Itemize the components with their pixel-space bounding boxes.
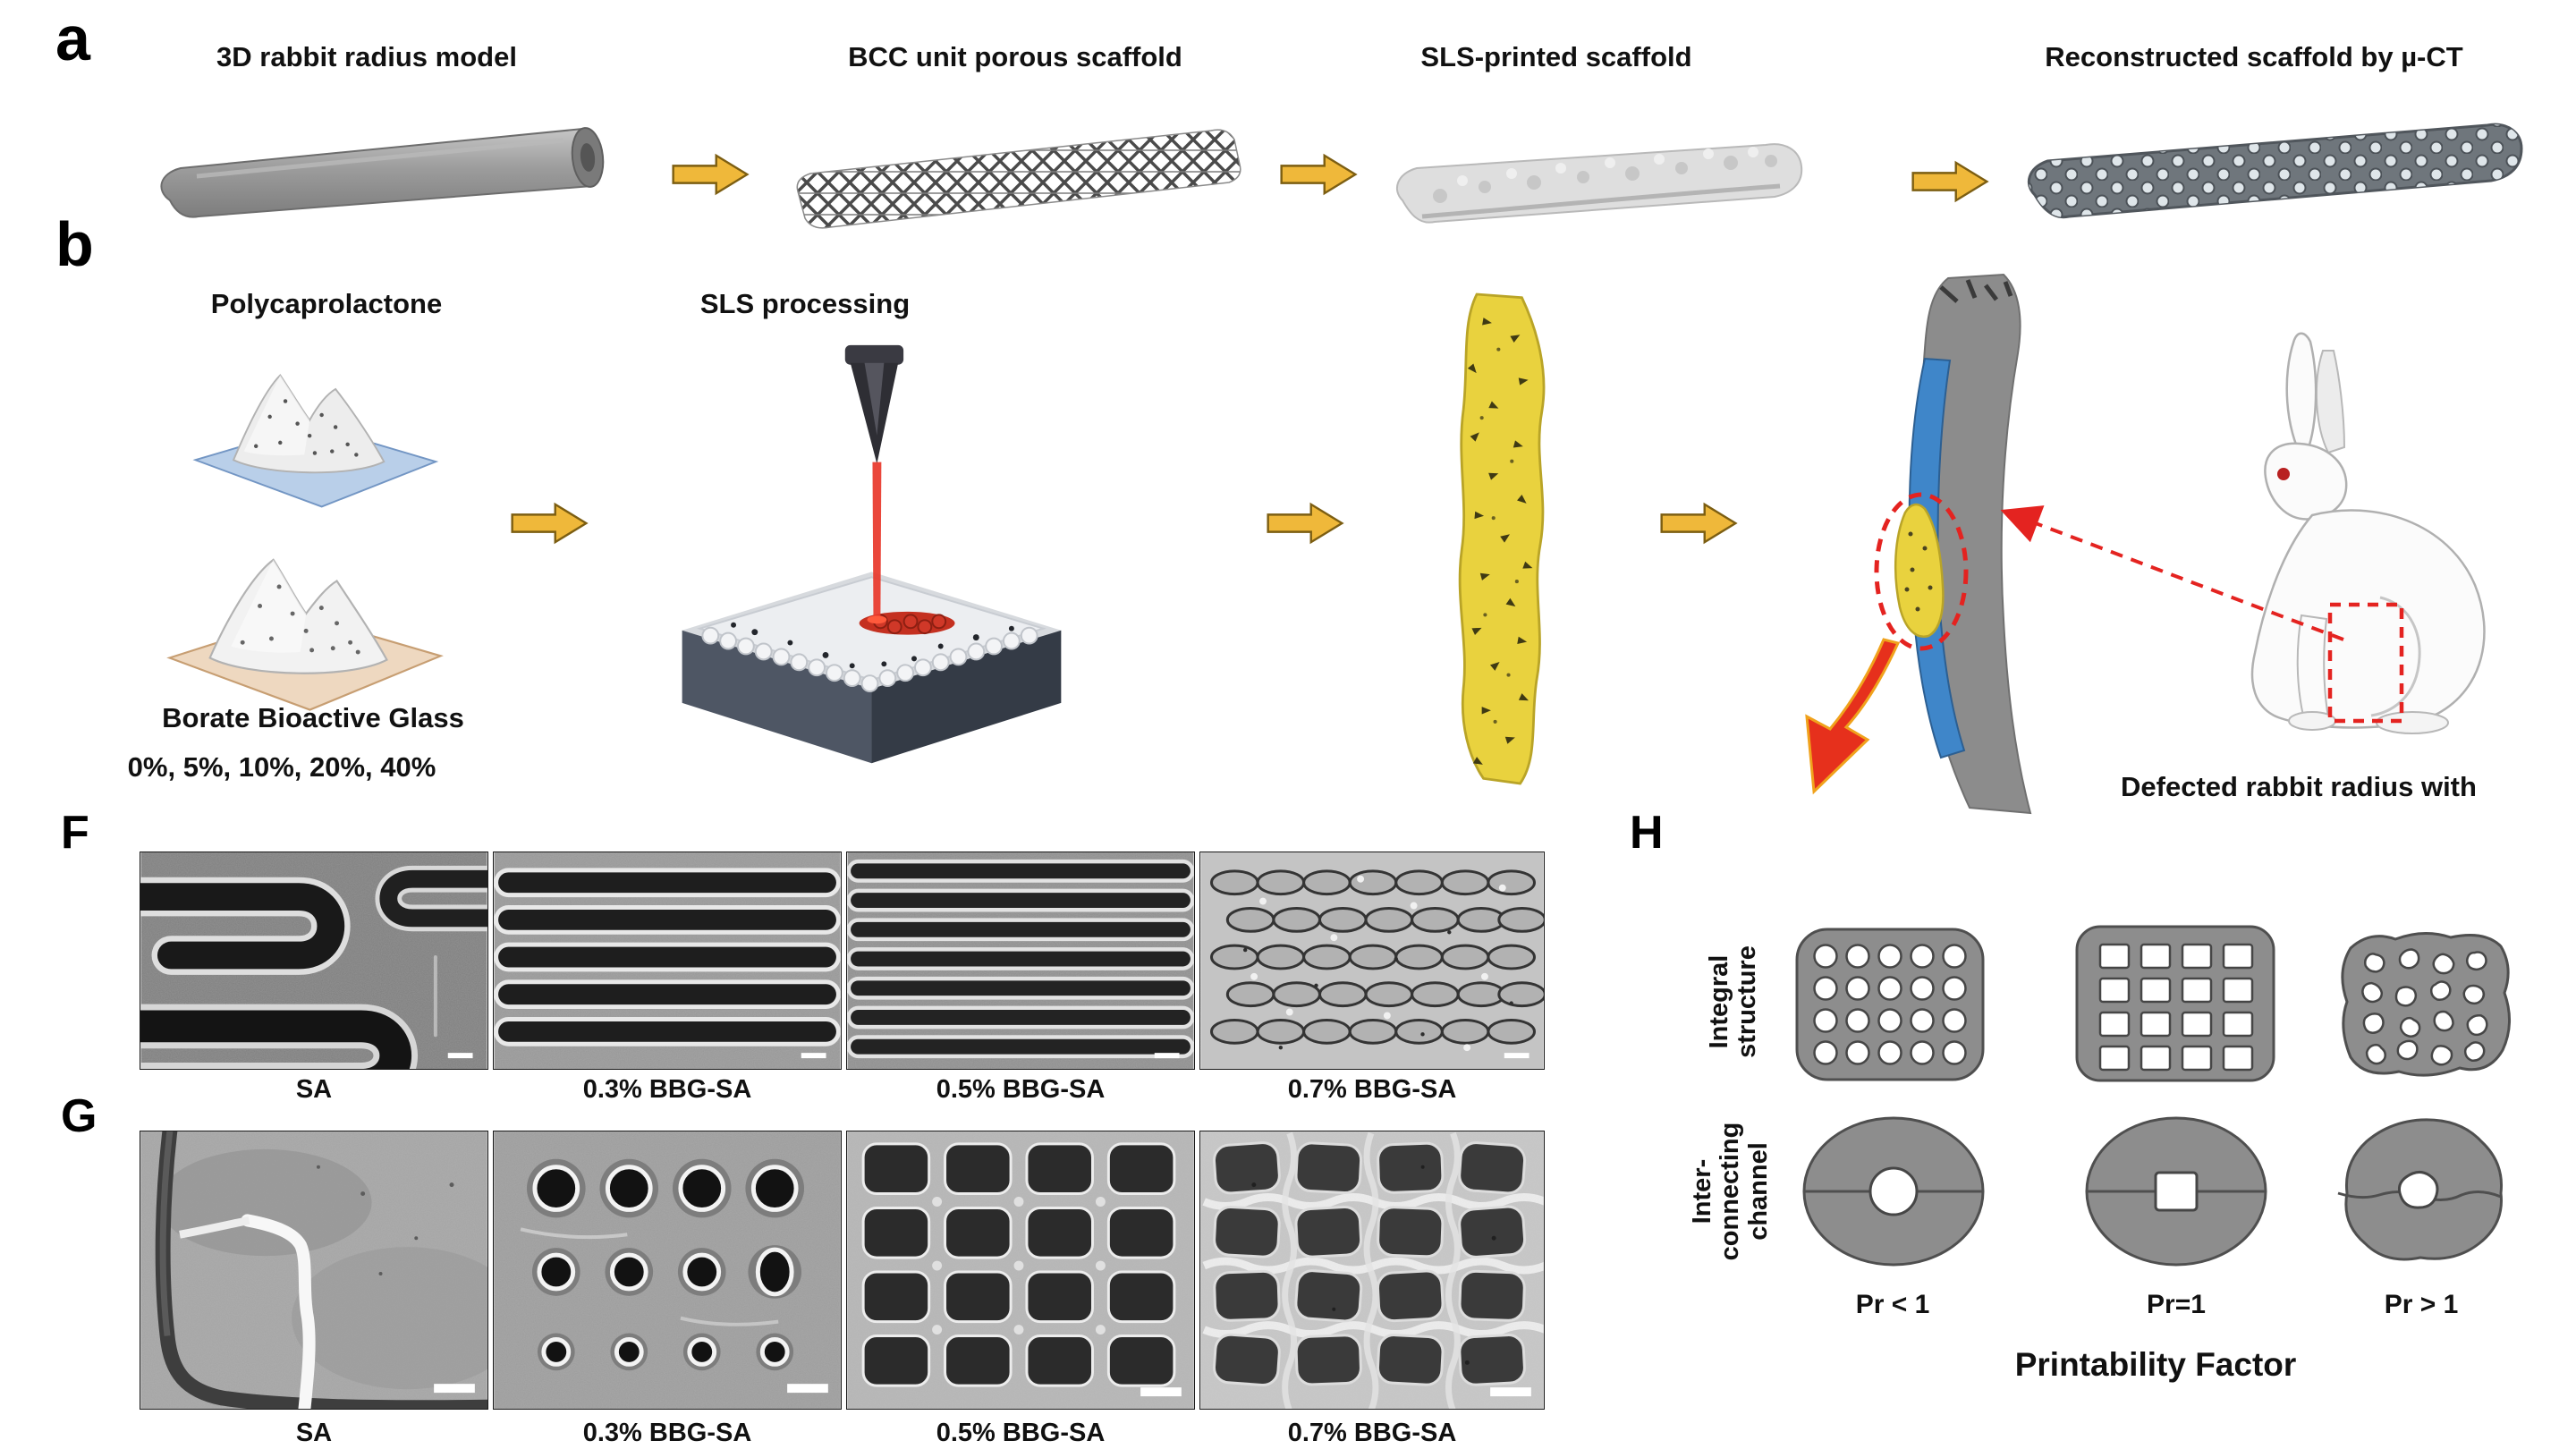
micrograph-g-03bbg — [493, 1131, 842, 1410]
pcl-title: Polycaprolactone — [210, 288, 443, 319]
rabbit-radius-model-illustration — [160, 127, 605, 218]
flow-arrow-icon — [672, 153, 750, 196]
caption-g-07bbg: 0.7% BBG-SA — [1287, 1419, 1457, 1447]
step-title-bcc-scaffold: BCC unit porous scaffold — [848, 41, 1182, 72]
micrograph-f-05bbg — [846, 852, 1195, 1070]
step-title-rabbit-model: 3D rabbit radius model — [216, 41, 517, 72]
row-label-integral-structure: Integral structure — [1705, 945, 1762, 1058]
integral-structure-square-pores — [2075, 925, 2275, 1082]
flow-arrow-icon — [511, 502, 589, 545]
micrograph-g-07bbg — [1199, 1131, 1545, 1410]
pr-label-less: Pr < 1 — [1855, 1290, 1930, 1319]
channel-irregular — [2337, 1118, 2504, 1261]
flow-arrow-icon — [1911, 160, 1989, 203]
step-title-sls-printed: SLS-printed scaffold — [1420, 41, 1692, 72]
pcl-powder-blue-illustration — [192, 373, 439, 508]
integral-structure-circular-pores — [1795, 928, 1985, 1081]
rabbit-illustration — [2250, 332, 2486, 734]
pr-label-equal: Pr=1 — [2147, 1290, 2206, 1319]
panel-b-label: b — [55, 209, 94, 279]
bbg-powder-tan-illustration — [166, 558, 444, 711]
sls-processing-title: SLS processing — [699, 288, 911, 319]
caption-f-sa: SA — [295, 1075, 333, 1104]
step-title-reconstructed: Reconstructed scaffold by µ-CT — [2045, 41, 2463, 72]
pr-label-greater: Pr > 1 — [2384, 1290, 2459, 1319]
rabbit-eye — [2277, 468, 2290, 480]
channel-square — [2085, 1116, 2267, 1267]
bbg-title: Borate Bioactive Glass — [162, 702, 464, 733]
sls-printer-illustration — [682, 344, 1062, 764]
defected-radius-illustration — [1805, 273, 2032, 815]
micrograph-g-sa — [140, 1131, 488, 1410]
bbg-percentages: 0%, 5%, 10%, 20%, 40% — [127, 751, 436, 783]
row-label-interconnecting-channel: Inter- connecting channel — [1688, 1122, 1773, 1261]
integral-structure-irregular-pores — [2341, 931, 2512, 1077]
micrograph-f-07bbg — [1199, 852, 1545, 1070]
sls-printed-scaffold-illustration — [1395, 143, 1803, 224]
caption-f-05bbg: 0.5% BBG-SA — [936, 1075, 1106, 1104]
defect-pointer-arrow-icon — [2000, 505, 2344, 641]
printability-factor-title: Printability Factor — [2014, 1346, 2297, 1383]
channel-circular — [1802, 1116, 1985, 1267]
micrograph-g-05bbg — [846, 1131, 1195, 1410]
panel-f-label: F — [61, 807, 89, 859]
reconstructed-scaffold-illustration — [2027, 123, 2523, 219]
caption-g-05bbg: 0.5% BBG-SA — [936, 1419, 1106, 1447]
yellow-scaffold-illustration — [1458, 292, 1546, 785]
flow-arrow-icon — [1660, 502, 1738, 545]
caption-g-sa: SA — [295, 1419, 333, 1447]
bcc-lattice-illustration — [796, 129, 1241, 229]
flow-arrow-icon — [1280, 153, 1358, 196]
panel-h-label: H — [1630, 807, 1664, 859]
panel-a-label: a — [55, 4, 90, 73]
caption-f-03bbg: 0.3% BBG-SA — [582, 1075, 752, 1104]
panel-g-label: G — [61, 1090, 97, 1142]
micrograph-f-sa — [140, 852, 488, 1070]
flow-arrow-icon — [1267, 502, 1344, 545]
caption-f-07bbg: 0.7% BBG-SA — [1287, 1075, 1457, 1104]
caption-g-03bbg: 0.3% BBG-SA — [582, 1419, 752, 1447]
micrograph-f-03bbg — [493, 852, 842, 1070]
defect-caption: Defected rabbit radius with — [2121, 771, 2477, 802]
